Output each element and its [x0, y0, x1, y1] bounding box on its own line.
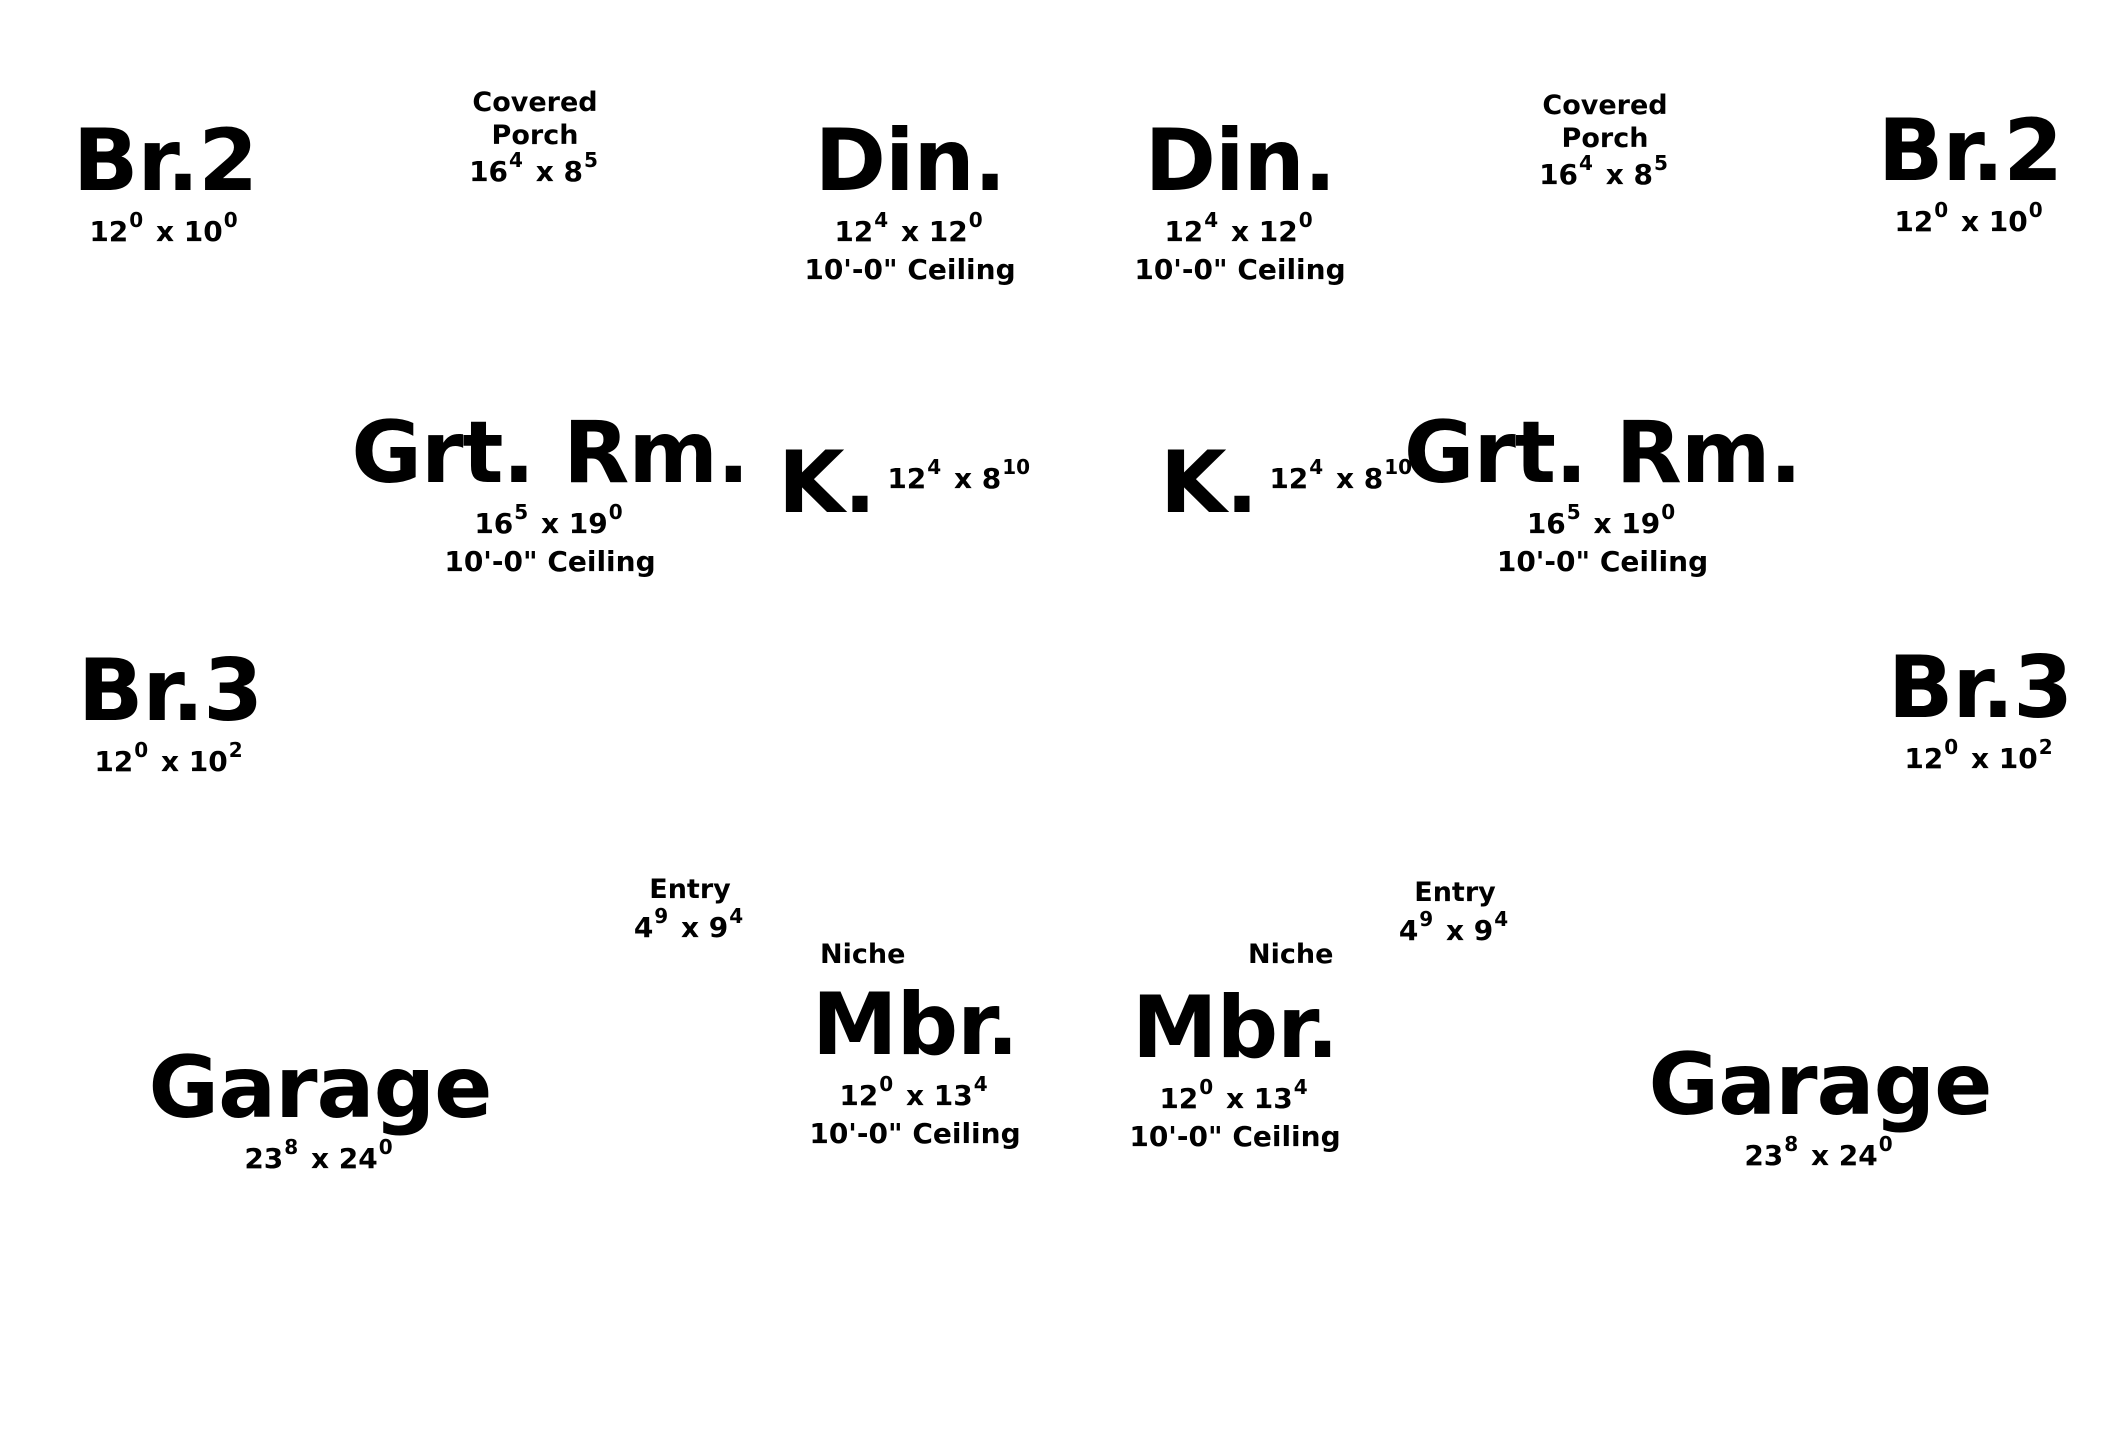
room-dimensions: 120 x 134 [1159, 1075, 1308, 1115]
room-dimensions: 165 x 190 [1526, 500, 1676, 540]
room-name: Mbr. [812, 975, 1019, 1075]
ceiling-height: 10'-0" Ceiling [1134, 253, 1346, 286]
room-name: Br.2 [72, 111, 258, 211]
room-name-line2: Porch [1561, 123, 1649, 154]
room-name: Br.3 [1887, 638, 2073, 738]
room-dimensions: 124 x 120 [1164, 208, 1313, 248]
niche-label-left: Niche [820, 939, 906, 970]
room-name-line1: Covered [1542, 90, 1668, 121]
room-name: Grt. Rm. [351, 403, 749, 503]
room-kitchen-right: K. 124 x 810 [1160, 440, 1415, 526]
room-master-bedroom-left: Mbr. 120 x 134 10'-0" Ceiling [805, 982, 1025, 1148]
room-dimensions: 120 x 134 [839, 1072, 988, 1112]
room-dimensions: 238 x 240 [1744, 1132, 1893, 1172]
room-dining-right: Din. 124 x 120 10'-0" Ceiling [1130, 118, 1350, 284]
room-dimensions: 120 x 100 [89, 208, 238, 248]
room-name-line1: Covered [472, 87, 598, 118]
room-dimensions: 164 x 85 [1539, 151, 1668, 191]
room-great-room-right: Grt. Rm. 165 x 190 10'-0" Ceiling [1404, 410, 1802, 578]
room-name: Entry [1414, 877, 1496, 908]
ceiling-height: 10'-0" Ceiling [1496, 545, 1709, 578]
room-kitchen-left: K. 124 x 810 [778, 440, 1033, 526]
ceiling-height: 10'-0" Ceiling [804, 253, 1016, 286]
room-br2-left: Br.2 120 x 100 [70, 118, 260, 246]
room-dimensions: 165 x 190 [474, 500, 623, 540]
room-name: Din. [1144, 111, 1337, 211]
room-garage-left: Garage 238 x 240 [148, 1038, 493, 1175]
room-name: Br.2 [1877, 101, 2063, 201]
room-name: Garage [1648, 1035, 1993, 1135]
room-dimensions: 164 x 85 [469, 148, 598, 188]
room-great-room-left: Grt. Rm. 165 x 190 10'-0" Ceiling [351, 410, 749, 578]
room-br3-right: Br.3 120 x 102 [1885, 645, 2075, 773]
room-br3-left: Br.3 120 x 102 [75, 648, 265, 776]
ceiling-height: 10'-0" Ceiling [1129, 1120, 1341, 1153]
room-dimensions: 120 x 102 [94, 738, 243, 778]
room-dimensions: 49 x 94 [633, 904, 744, 944]
room-dimensions: 124 x 810 [887, 455, 1031, 495]
room-name: Grt. Rm. [1403, 403, 1802, 503]
room-entry-left: Entry 49 x 94 [620, 873, 760, 942]
ceiling-height: 10'-0" Ceiling [444, 545, 656, 578]
room-name: Entry [649, 874, 731, 905]
room-name: Mbr. [1132, 978, 1339, 1078]
room-dining-left: Din. 124 x 120 10'-0" Ceiling [800, 118, 1020, 284]
room-dimensions: 124 x 120 [834, 208, 983, 248]
room-name-line2: Porch [491, 120, 579, 151]
niche-label-right: Niche [1248, 939, 1334, 970]
room-master-bedroom-right: Mbr. 120 x 134 10'-0" Ceiling [1125, 985, 1345, 1151]
room-dimensions: 120 x 102 [1904, 735, 2053, 775]
room-name: Br.3 [77, 641, 263, 741]
room-garage-right: Garage 238 x 240 [1648, 1035, 1993, 1172]
room-dimensions: 124 x 810 [1269, 455, 1413, 495]
room-name: K. [1160, 433, 1258, 533]
room-name: K. [778, 433, 876, 533]
room-dimensions: 120 x 100 [1894, 198, 2043, 238]
room-entry-right: Entry 49 x 94 [1385, 876, 1525, 945]
ceiling-height: 10'-0" Ceiling [809, 1117, 1021, 1150]
room-br2-right: Br.2 120 x 100 [1875, 108, 2065, 236]
room-name: Din. [814, 111, 1007, 211]
room-dimensions: 49 x 94 [1398, 907, 1509, 947]
room-covered-porch-right: Covered Porch 164 x 85 [1520, 89, 1690, 189]
room-name: Garage [148, 1038, 493, 1138]
room-dimensions: 238 x 240 [244, 1135, 393, 1175]
room-covered-porch-left: Covered Porch 164 x 85 [450, 86, 620, 186]
